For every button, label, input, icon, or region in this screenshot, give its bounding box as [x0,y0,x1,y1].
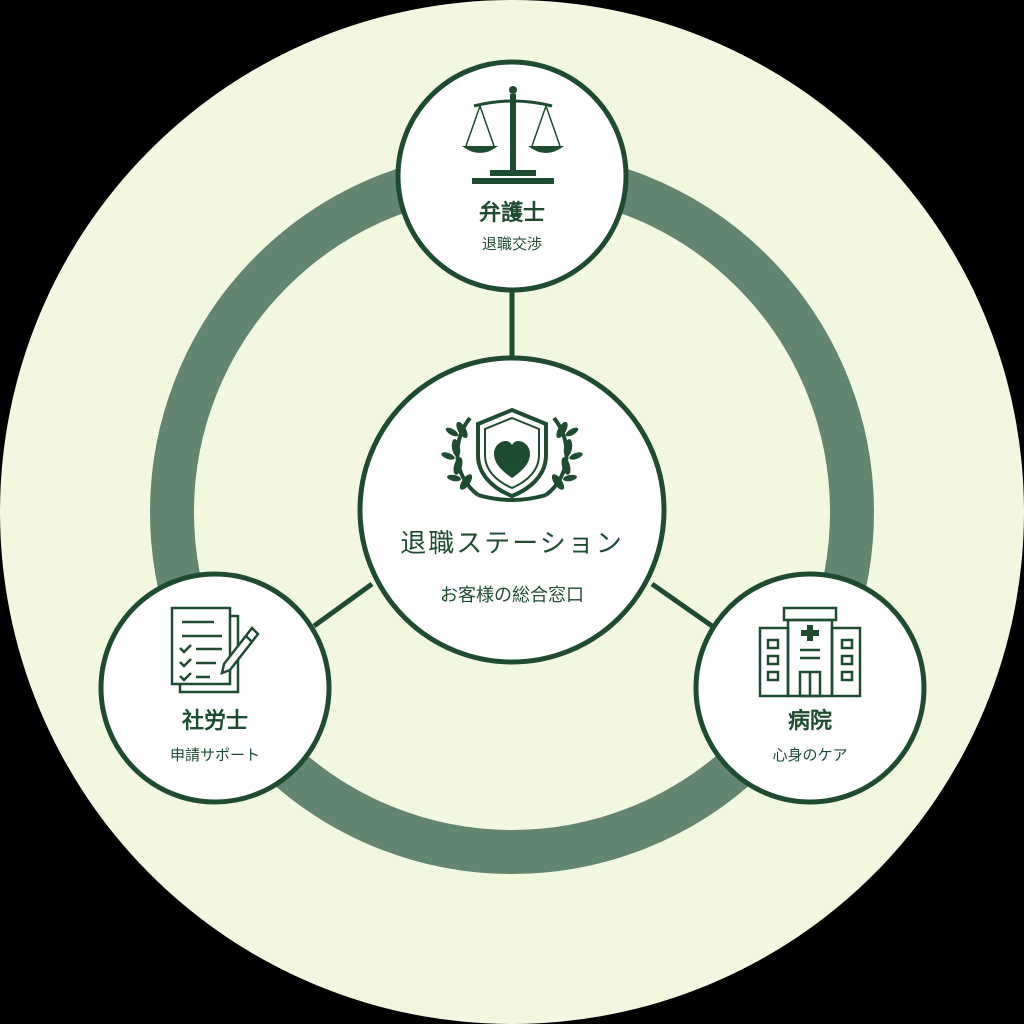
center-title: 退職ステーション [400,529,623,559]
node-hospital-subtitle: 心身のケア [772,746,847,764]
connector-labor [312,581,374,629]
node-hospital-title: 病院 [788,708,832,734]
node-labor-subtitle: 申請サポート [170,746,260,764]
connector-hospital [650,581,714,629]
node-labor-title: 社労士 [182,708,248,734]
shield-heart-laurel-icon [441,407,583,502]
center-node: 退職ステーション お客様の総合窓口 [357,355,667,665]
node-lawyer-title: 弁護士 [479,200,545,226]
node-lawyer: 弁護士 退職交渉 [395,59,629,293]
center-subtitle: お客様の総合窓口 [440,585,584,606]
scales-of-justice-icon [462,86,564,184]
node-labor: 社労士 申請サポート [98,571,332,805]
checklist-document-pen-icon [170,606,260,694]
node-hospital: 病院 心身のケア [693,571,927,805]
node-lawyer-subtitle: 退職交渉 [482,235,542,253]
hospital-building-icon [758,606,862,698]
